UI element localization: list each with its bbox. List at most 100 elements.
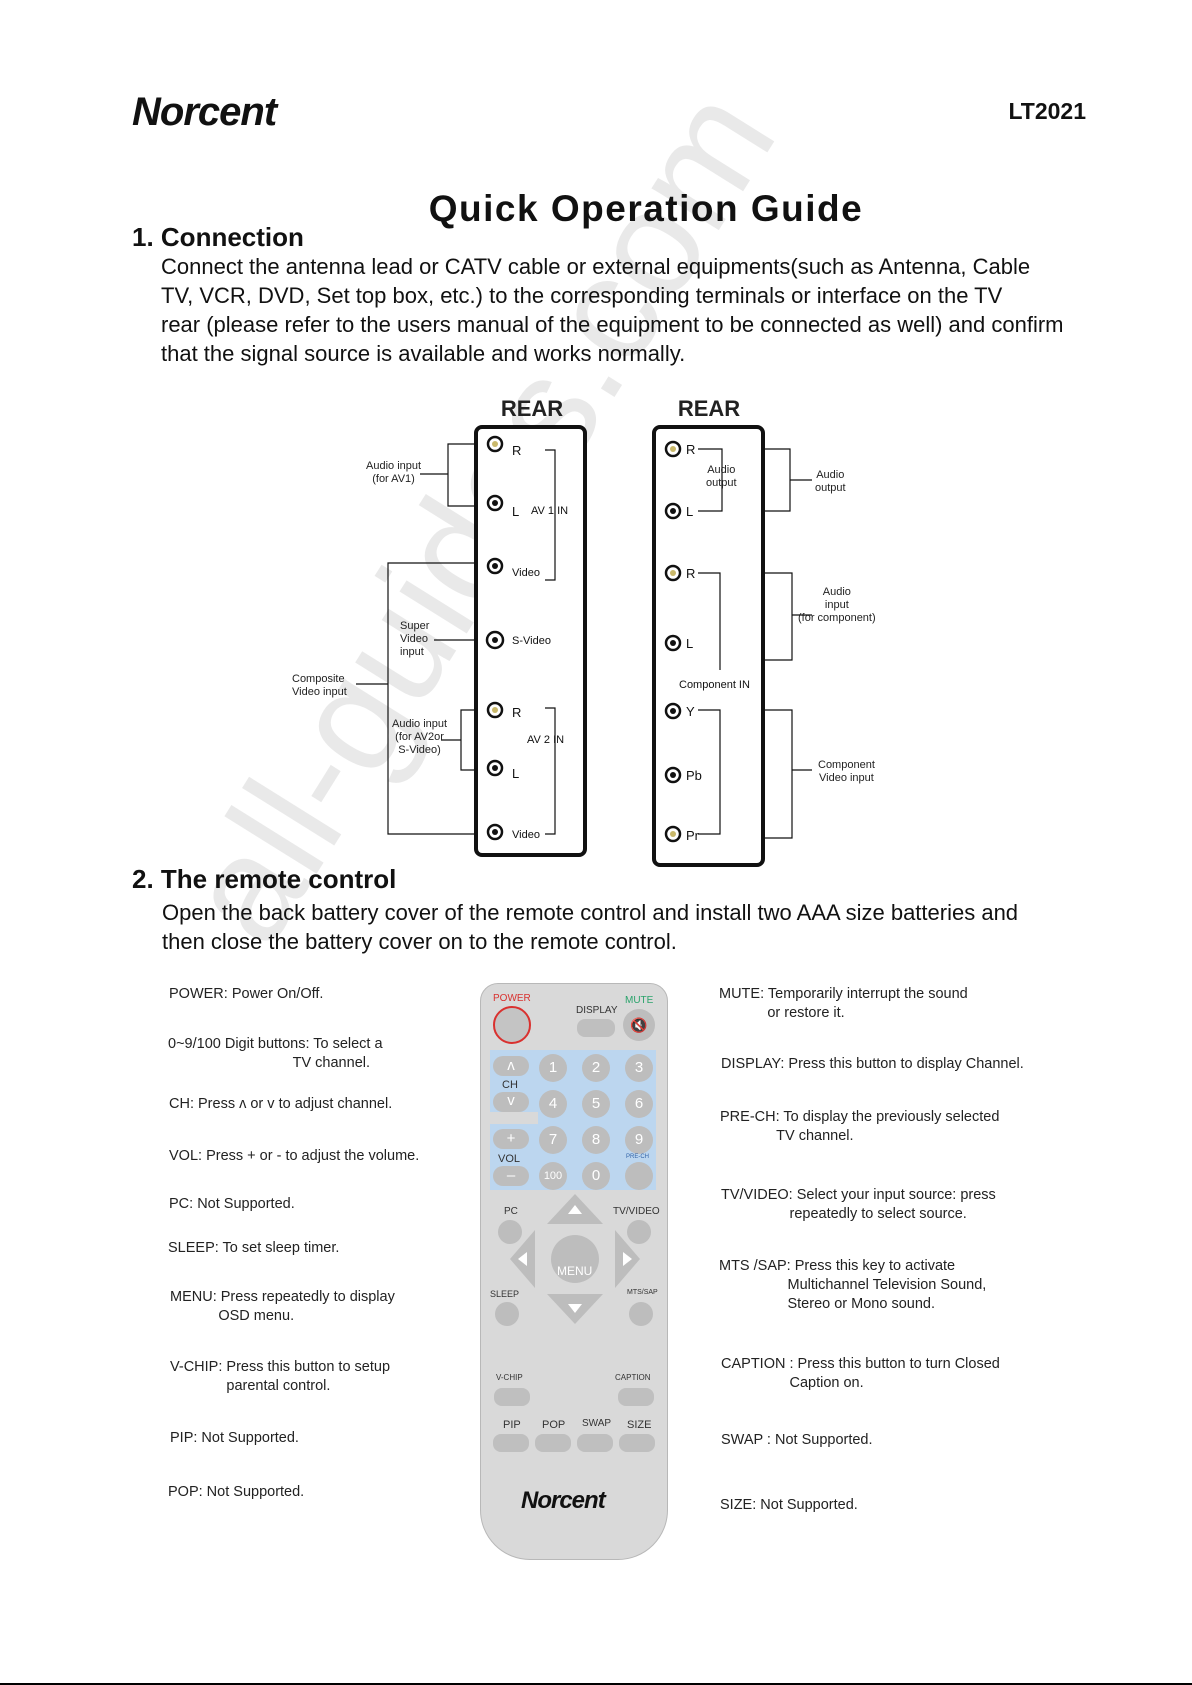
ch-label: CH	[502, 1079, 518, 1091]
desc-menu: MENU: Press repeatedly to display OSD me…	[170, 1289, 395, 1324]
callout-audio-output: Audio output	[815, 469, 846, 494]
label-av2-in: AV 2 IN	[527, 734, 564, 746]
tvvideo-button[interactable]	[627, 1220, 651, 1244]
rear-right-label: REAR	[678, 396, 740, 421]
vol-label: VOL	[498, 1153, 521, 1165]
label-r-comp: R	[686, 566, 695, 581]
digit-6-button[interactable]: 6	[625, 1090, 653, 1118]
mute-button[interactable]: 🔇	[623, 1009, 655, 1041]
mute-icon: 🔇	[630, 1017, 648, 1033]
label-pr: Pr	[686, 828, 700, 843]
section-remote-heading: 2. The remote control	[132, 864, 397, 894]
label-l-av2: L	[512, 766, 519, 781]
digit-100-button[interactable]: 100	[539, 1162, 567, 1190]
model-number: LT2021	[1008, 98, 1086, 124]
display-label: DISPLAY	[576, 1005, 618, 1016]
label-l-comp: L	[686, 636, 693, 651]
label-r-av1: R	[512, 443, 521, 458]
digit-2-button[interactable]: 2	[582, 1054, 610, 1082]
caption-button[interactable]	[618, 1388, 654, 1406]
pop-label: POP	[542, 1419, 566, 1431]
right-rear-panel	[652, 425, 765, 867]
rear-left-label: REAR	[501, 396, 563, 421]
desc-mtssap: MTS /SAP: Press this key to activate Mul…	[719, 1258, 987, 1312]
page-title: Quick Operation Guide	[428, 188, 864, 229]
desc-pop: POP: Not Supported.	[168, 1484, 305, 1500]
desc-sleep: SLEEP: To set sleep timer.	[168, 1240, 340, 1256]
callout-audio-out-inner: Audio output	[706, 464, 737, 489]
label-svideo: S-Video	[512, 635, 551, 647]
navigation-pad[interactable]	[505, 1194, 645, 1324]
sleep-label: SLEEP	[490, 1289, 520, 1299]
down-arrow-icon	[568, 1304, 582, 1313]
pip-button[interactable]	[493, 1434, 529, 1452]
pop-button[interactable]	[535, 1434, 571, 1452]
remote-brand-logo: Norcent	[521, 1487, 606, 1514]
digit-3-button[interactable]: 3	[625, 1054, 653, 1082]
digit-0-button[interactable]: 0	[582, 1162, 610, 1190]
brand-logo: Norcent	[132, 90, 277, 134]
label-video-av2: Video	[512, 829, 540, 841]
prech-button[interactable]	[625, 1162, 653, 1190]
vol-up-button[interactable]: +	[493, 1129, 529, 1149]
pc-label: PC	[504, 1206, 518, 1217]
vol-down-button[interactable]: –	[493, 1166, 529, 1186]
desc-vol: VOL: Press + or - to adjust the volume.	[169, 1148, 420, 1164]
desc-power: POWER: Power On/Off.	[169, 986, 324, 1002]
pc-button[interactable]	[498, 1220, 522, 1244]
sleep-button[interactable]	[495, 1302, 519, 1326]
caption-label: CAPTION	[615, 1373, 651, 1382]
desc-caption: CAPTION : Press this button to turn Clos…	[721, 1356, 1000, 1391]
power-label: POWER	[493, 993, 531, 1004]
desc-display: DISPLAY: Press this button to display Ch…	[721, 1056, 1024, 1072]
ch-up-button[interactable]: ʌ	[493, 1056, 529, 1076]
connection-line: Connect the antenna lead or CATV cable o…	[161, 254, 1031, 279]
connection-line: that the signal source is available and …	[161, 341, 686, 366]
connection-line: rear (please refer to the users manual o…	[161, 312, 1064, 337]
section-connection-heading: 1. Connection	[132, 222, 304, 252]
mtssap-button[interactable]	[629, 1302, 653, 1326]
desc-swap: SWAP : Not Supported.	[721, 1432, 873, 1448]
desc-vchip: V-CHIP: Press this button to setup paren…	[170, 1359, 391, 1394]
connection-line: TV, VCR, DVD, Set top box, etc.) to the …	[161, 283, 1003, 308]
label-pb: Pb	[686, 768, 702, 783]
right-arrow-icon	[623, 1252, 632, 1266]
desc-tvvideo: TV/VIDEO: Select your input source: pres…	[721, 1187, 996, 1222]
callout-component-video: Component Video input	[818, 759, 875, 784]
remote-text: Open the back battery cover of the remot…	[162, 898, 1018, 956]
digit-7-button[interactable]: 7	[539, 1126, 567, 1154]
digit-5-button[interactable]: 5	[582, 1090, 610, 1118]
label-r-out: R	[686, 442, 695, 457]
left-rear-panel	[474, 425, 587, 857]
callout-composite: Composite Video input	[292, 673, 347, 698]
vchip-button[interactable]	[494, 1388, 530, 1406]
swap-button[interactable]	[577, 1434, 613, 1452]
digit-1-button[interactable]: 1	[539, 1054, 567, 1082]
desc-pc: PC: Not Supported.	[169, 1196, 295, 1212]
power-button[interactable]	[493, 1006, 531, 1044]
desc-ch: CH: Press ʌ or v to adjust channel.	[169, 1096, 393, 1112]
pip-label: PIP	[503, 1419, 521, 1431]
desc-pip: PIP: Not Supported.	[170, 1430, 299, 1446]
callout-audio-av1: Audio input (for AV1)	[366, 460, 422, 485]
label-y: Y	[686, 704, 695, 719]
left-arrow-icon	[518, 1252, 527, 1266]
desc-mute: MUTE: Temporarily interrupt the sound or…	[719, 986, 968, 1021]
menu-button[interactable]: MENU	[557, 1264, 593, 1278]
connection-text: Connect the antenna lead or CATV cable o…	[161, 252, 1064, 368]
page-bottom-rule	[0, 1683, 1192, 1685]
prech-label: PRE-CH	[626, 1154, 650, 1160]
vchip-label: V-CHIP	[496, 1373, 523, 1382]
digit-9-button[interactable]: 9	[625, 1126, 653, 1154]
display-button[interactable]	[577, 1019, 615, 1037]
digit-8-button[interactable]: 8	[582, 1126, 610, 1154]
callout-audio-av2: Audio input (for AV2or S-Video)	[392, 718, 448, 756]
ch-down-button[interactable]: v	[493, 1092, 529, 1112]
label-l-out: L	[686, 504, 693, 519]
remote-line: Open the back battery cover of the remot…	[162, 900, 1019, 925]
remote-line: then close the battery cover on to the r…	[162, 929, 677, 954]
size-button[interactable]	[619, 1434, 655, 1452]
digit-4-button[interactable]: 4	[539, 1090, 567, 1118]
label-r-av2: R	[512, 705, 521, 720]
label-l-av1: L	[512, 504, 519, 519]
